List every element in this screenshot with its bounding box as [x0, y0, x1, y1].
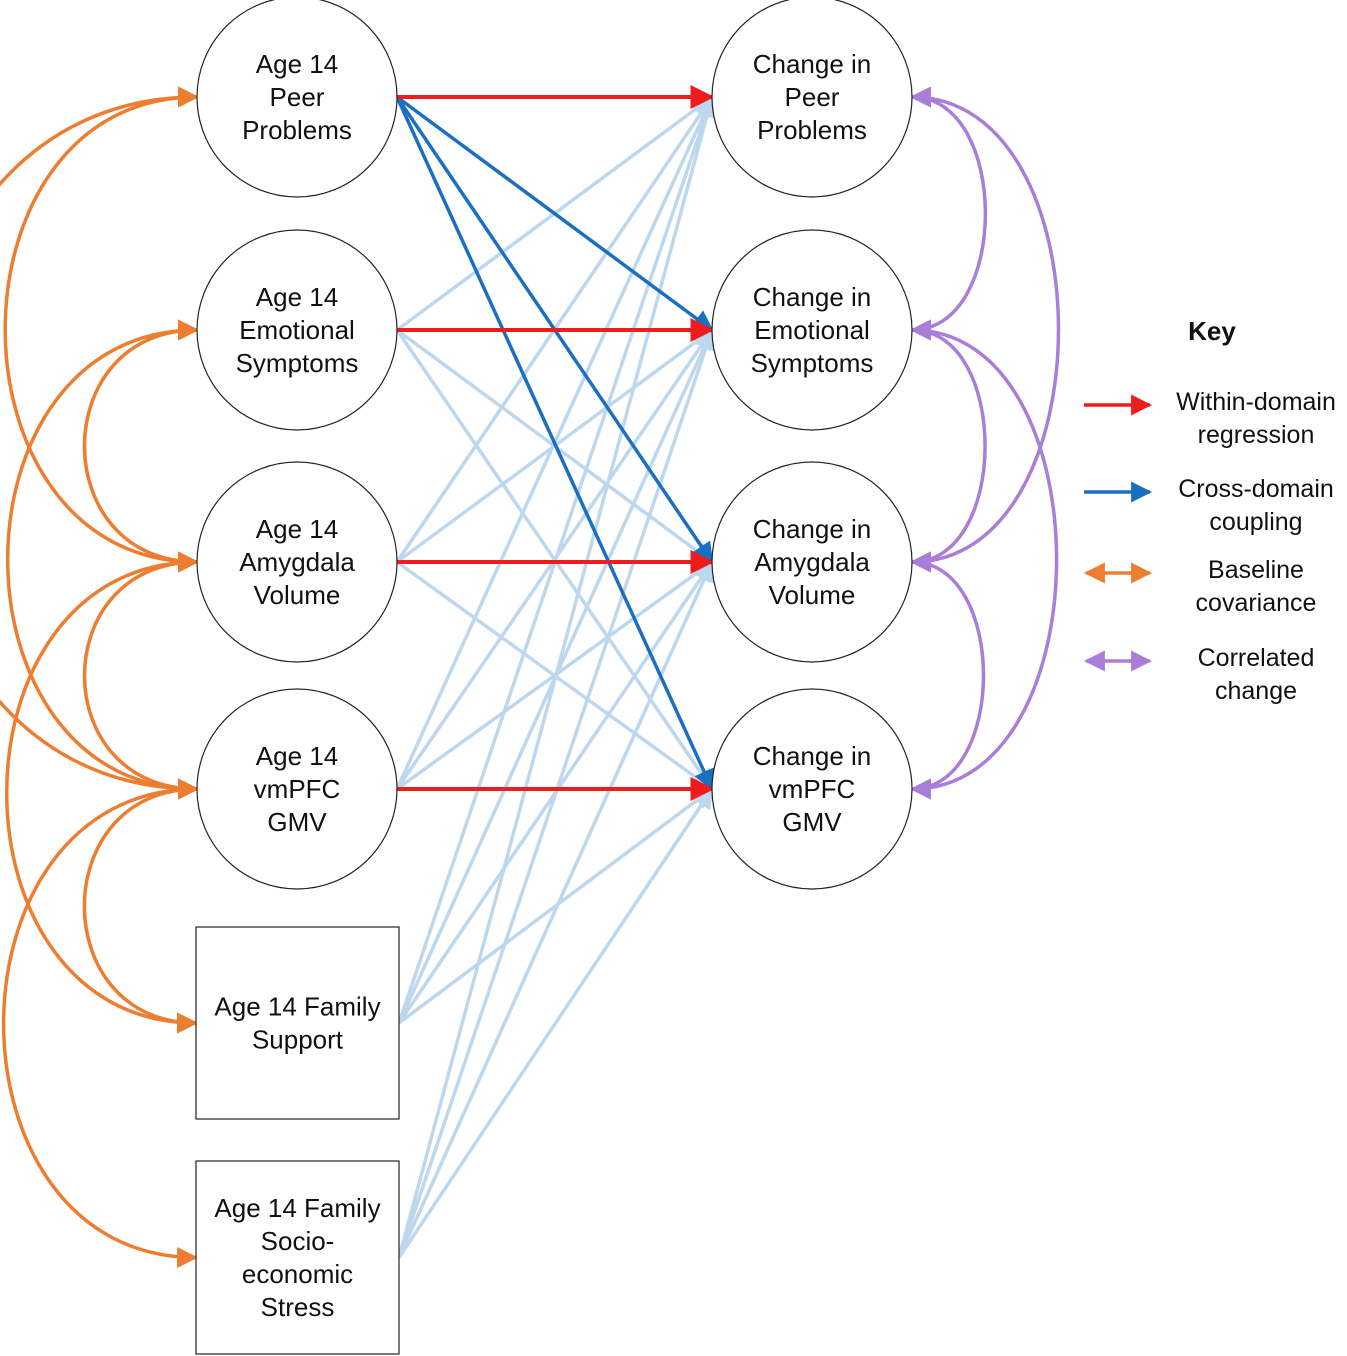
node-label-line: Peer — [785, 82, 840, 112]
node-label-line: Change in — [753, 514, 872, 544]
baseline-covariance-amy14-fam14 — [4, 551, 200, 1034]
correlated-change-demo-damy — [909, 319, 987, 573]
key-title: Key — [1188, 316, 1236, 346]
regression-paths — [395, 85, 715, 801]
node-circle — [196, 0, 398, 198]
node-label-line: Emotional — [754, 315, 870, 345]
cross-domain-coupling-peer14-dvm — [395, 96, 714, 791]
key-label-line: change — [1215, 677, 1297, 705]
node-label-line: GMV — [267, 807, 327, 837]
baseline-covariance-vm14-fam14 — [82, 778, 200, 1034]
node-label-line: Change in — [753, 49, 872, 79]
node-label-line: Symptoms — [236, 348, 359, 378]
node-label-line: Change in — [753, 741, 872, 771]
node-label-line: Problems — [757, 115, 867, 145]
cross-domain-path-ses14-damy — [397, 560, 714, 1259]
node-label-line: economic — [242, 1259, 353, 1289]
baseline-covariance-amy14-vm14 — [82, 551, 200, 800]
key-item-within: Within-domain regression — [1084, 388, 1336, 449]
node-label-line: Socio- — [261, 1226, 335, 1256]
node-label-line: vmPFC — [254, 774, 341, 804]
cross-domain-paths-light — [395, 94, 718, 1259]
node-circle — [196, 229, 398, 431]
node-label-line: Symptoms — [751, 348, 874, 378]
node-label-line: Support — [252, 1025, 344, 1055]
key-label-line: Cross-domain — [1178, 475, 1334, 503]
node-label-line: Amygdala — [754, 547, 870, 577]
baseline-covariance-emo14-vm14 — [5, 319, 200, 800]
covariance-paths — [0, 86, 1061, 1268]
key-item-baseline: Baseline covariance — [1083, 556, 1317, 617]
node-label-line: Stress — [261, 1292, 335, 1322]
cross-domain-path-ses14-dvm — [397, 787, 714, 1259]
node-label-line: Volume — [769, 580, 856, 610]
key-label-line: covariance — [1196, 589, 1317, 617]
node-label-line: GMV — [782, 807, 842, 837]
cross-domain-path-ses14-demo — [397, 328, 716, 1259]
baseline-covariance-emo14-amy14 — [82, 319, 200, 573]
node-label-line: Age 14 — [256, 49, 338, 79]
node-circle — [711, 0, 913, 198]
key-label-line: Within-domain — [1176, 388, 1336, 416]
node-circle — [196, 461, 398, 663]
key-label-line: Correlated — [1198, 644, 1315, 672]
node-label-line: Problems — [242, 115, 352, 145]
correlated-change-dpeer-damy — [909, 86, 1061, 573]
node-label-line: Change in — [753, 282, 872, 312]
correlated-change-dpeer-demo — [909, 86, 987, 341]
node-label-line: Age 14 Family — [214, 1193, 380, 1223]
key-item-correlated: Correlated change — [1083, 644, 1315, 705]
key-label-line: coupling — [1209, 508, 1302, 536]
baseline-covariance-peer14-amy14 — [3, 86, 200, 573]
node-label-line: vmPFC — [769, 774, 856, 804]
node-circle — [196, 688, 398, 890]
node-label-line: Age 14 — [256, 741, 338, 771]
baseline-covariance-peer14-vm14 — [0, 86, 200, 800]
node-box — [195, 926, 400, 1120]
node-label-line: Emotional — [239, 315, 355, 345]
node-label-line: Age 14 Family — [214, 992, 380, 1022]
key-item-cross: Cross-domain coupling — [1084, 475, 1334, 536]
node-circle — [711, 688, 913, 890]
correlated-change-damy-dvm — [909, 551, 986, 800]
cross-domain-coupling-peer14-demo — [395, 95, 714, 332]
key-label-line: regression — [1198, 421, 1315, 449]
node-label-line: Age 14 — [256, 514, 338, 544]
node-label-line: Volume — [254, 580, 341, 610]
key-label-line: Baseline — [1208, 556, 1304, 584]
correlated-change-demo-dvm — [909, 319, 1059, 800]
node-label-line: Amygdala — [239, 547, 355, 577]
node-box — [195, 1160, 400, 1355]
baseline-covariance-vm14-ses14 — [1, 778, 200, 1268]
node-label-line: Age 14 — [256, 282, 338, 312]
node-label-line: Peer — [270, 82, 325, 112]
node-circle — [711, 229, 913, 431]
node-circle — [711, 461, 913, 663]
